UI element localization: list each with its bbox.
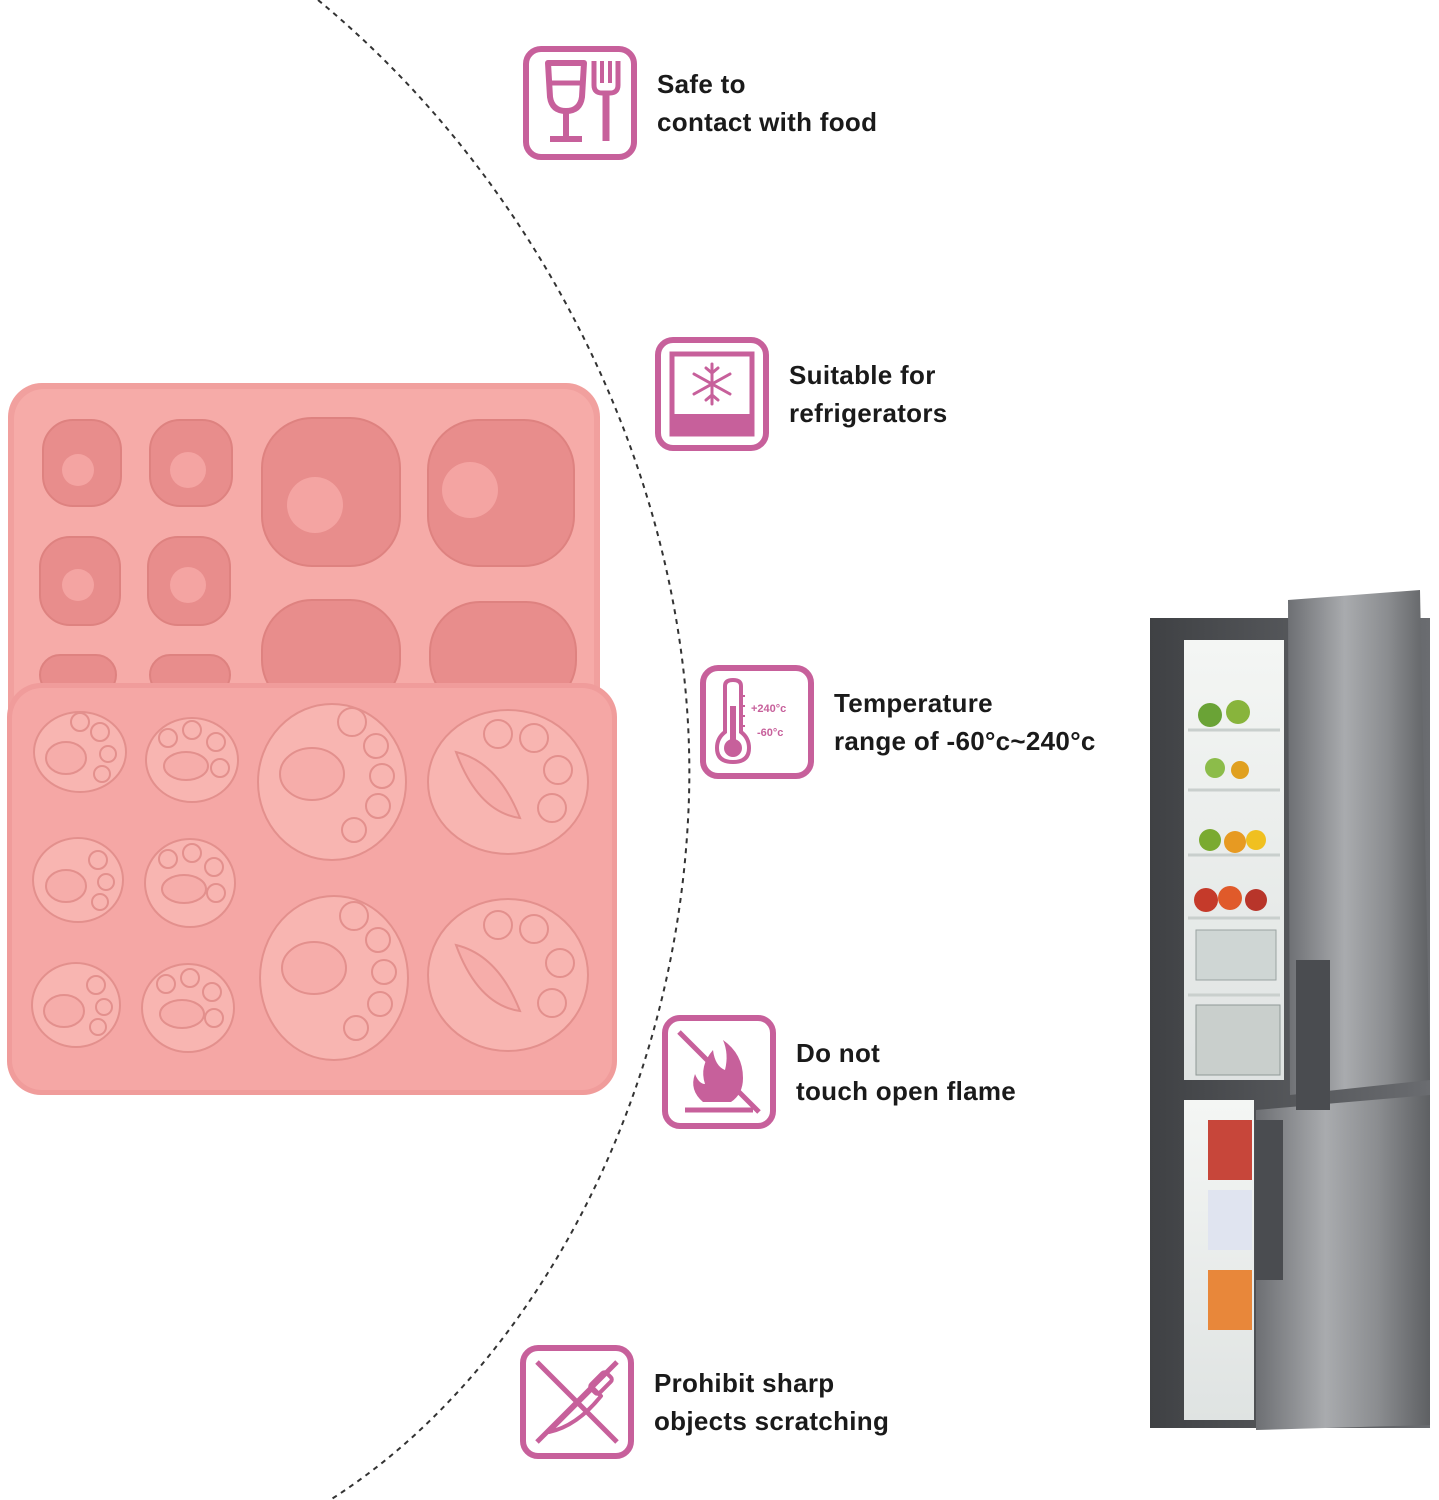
no-knife-icon	[520, 1345, 634, 1459]
temp-line2: range of -60°c~240°c	[834, 726, 1096, 756]
dashed-divider	[317, 0, 691, 1500]
feature-no-sharp-objects: Prohibit sharp objects scratching	[520, 1345, 889, 1459]
flame-line2: touch open flame	[796, 1076, 1017, 1106]
temp-line1: Temperature	[834, 688, 993, 718]
flame-line1: Do not	[796, 1038, 881, 1068]
temp-min-label: -60°c	[757, 727, 783, 739]
thermometer-icon: +240°c -60°c	[700, 665, 814, 779]
feature-temperature: +240°c -60°c Temperature range of -60°c~…	[700, 665, 1096, 779]
feature-food-safe: Safe to contact with food	[523, 46, 877, 160]
feature-no-flame: Do not touch open flame	[662, 1015, 1016, 1129]
back-mold-illustration	[8, 383, 600, 743]
fridge-line2: refrigerators	[789, 398, 948, 428]
fridge-line1: Suitable for	[789, 360, 936, 390]
food-line1: Safe to	[657, 69, 746, 99]
temp-max-label: +240°c	[751, 703, 786, 715]
food-safe-icon	[523, 46, 637, 160]
snowflake-icon	[655, 337, 769, 451]
sharp-line2: objects scratching	[654, 1406, 890, 1436]
no-flame-icon	[662, 1015, 776, 1129]
feature-refrigerator: Suitable for refrigerators	[655, 337, 948, 451]
refrigerator-illustration	[1150, 590, 1430, 1430]
front-mold-illustration	[7, 683, 617, 1095]
food-line2: contact with food	[657, 107, 878, 137]
sharp-line1: Prohibit sharp	[654, 1368, 835, 1398]
